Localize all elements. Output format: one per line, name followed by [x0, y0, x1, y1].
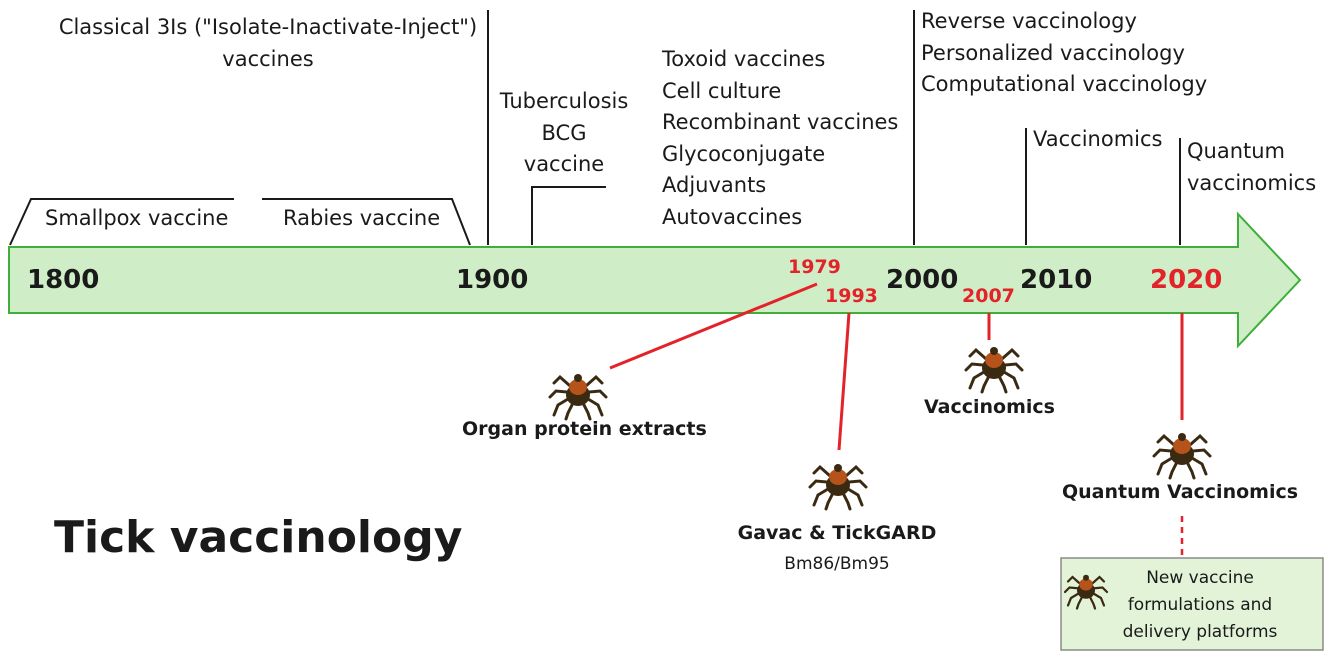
classical-3is-line2: vaccines: [222, 46, 314, 71]
tick-icon: [1152, 433, 1212, 480]
quantum-line-2: vaccinomics: [1187, 170, 1317, 195]
page-title: Tick vaccinology: [54, 512, 463, 563]
year-1800: 1800: [27, 265, 100, 295]
classical-3is-label: Classical 3Is ("Isolate-Inactivate-Injec…: [48, 12, 488, 75]
bcg-line-3: vaccine: [523, 152, 605, 176]
quantum-line-1: Quantum: [1187, 139, 1286, 163]
year-2010: 2010: [1020, 265, 1093, 295]
gavac-label: Gavac & TickGARD: [737, 522, 937, 544]
year-1993: 1993: [825, 285, 878, 307]
quantum-era-label: Quantum vaccinomics: [1187, 136, 1316, 199]
timeline-arrow: [8, 211, 1302, 349]
year-1979: 1979: [788, 256, 841, 278]
formulation-box: [1060, 557, 1324, 651]
year-2000: 2000: [886, 265, 959, 295]
rabies-bracket: [262, 198, 471, 246]
autovaccines-label: Autovaccines: [662, 204, 803, 229]
quantum-vaccinomics-label: Quantum Vaccinomics: [1062, 481, 1299, 503]
organ-protein-label: Organ protein extracts: [462, 418, 707, 440]
year-1900: 1900: [456, 265, 529, 295]
connector-1979: [609, 282, 818, 370]
personalized-vaccinology-label: Personalized vaccinology: [921, 40, 1185, 65]
box-line-3: delivery platforms: [1122, 622, 1278, 642]
box-line-1: New vaccine: [1146, 568, 1254, 588]
tick-icon: [1063, 574, 1109, 610]
mid-century-list: Toxoid vaccines Cell culture Recombinant…: [662, 44, 898, 233]
classical-3is-line1: Classical 3Is ("Isolate-Inactivate-Injec…: [58, 15, 478, 39]
smallpox-label: Smallpox vaccine: [45, 206, 229, 230]
gavac-subtitle: Bm86/Bm95: [784, 554, 890, 574]
glycoconjugate-label: Glycoconjugate: [662, 141, 826, 166]
year-2007: 2007: [962, 285, 1015, 307]
computational-vaccinology-label: Computational vaccinology: [921, 72, 1208, 96]
connector-1993: [837, 312, 851, 451]
bcg-label: Tuberculosis BCG vaccine: [494, 86, 634, 181]
recombinant-label: Recombinant vaccines: [662, 110, 899, 134]
bcg-line-1: Tuberculosis: [499, 89, 629, 113]
tick-icon: [808, 464, 868, 511]
adjuvants-label: Adjuvants: [662, 173, 767, 197]
bcg-line-2: BCG: [541, 120, 587, 145]
box-line-2: formulations and: [1127, 595, 1273, 615]
tick-icon: [964, 347, 1024, 394]
toxoid-label: Toxoid vaccines: [662, 47, 826, 71]
vaccinomics-era-label: Vaccinomics: [1033, 127, 1163, 151]
cell-culture-label: Cell culture: [662, 78, 782, 103]
year-2020: 2020: [1150, 265, 1223, 295]
bcg-bracket: [531, 186, 606, 245]
tick-icon: [548, 374, 608, 421]
modern-list: Reverse vaccinology Personalized vaccino…: [921, 6, 1207, 101]
smallpox-bracket: [9, 198, 234, 246]
reverse-vaccinology-label: Reverse vaccinology: [921, 9, 1137, 33]
rabies-label: Rabies vaccine: [283, 206, 441, 230]
vaccinomics-event-label: Vaccinomics: [924, 396, 1055, 418]
formulation-box-text: New vaccine formulations and delivery pl…: [1100, 565, 1300, 646]
